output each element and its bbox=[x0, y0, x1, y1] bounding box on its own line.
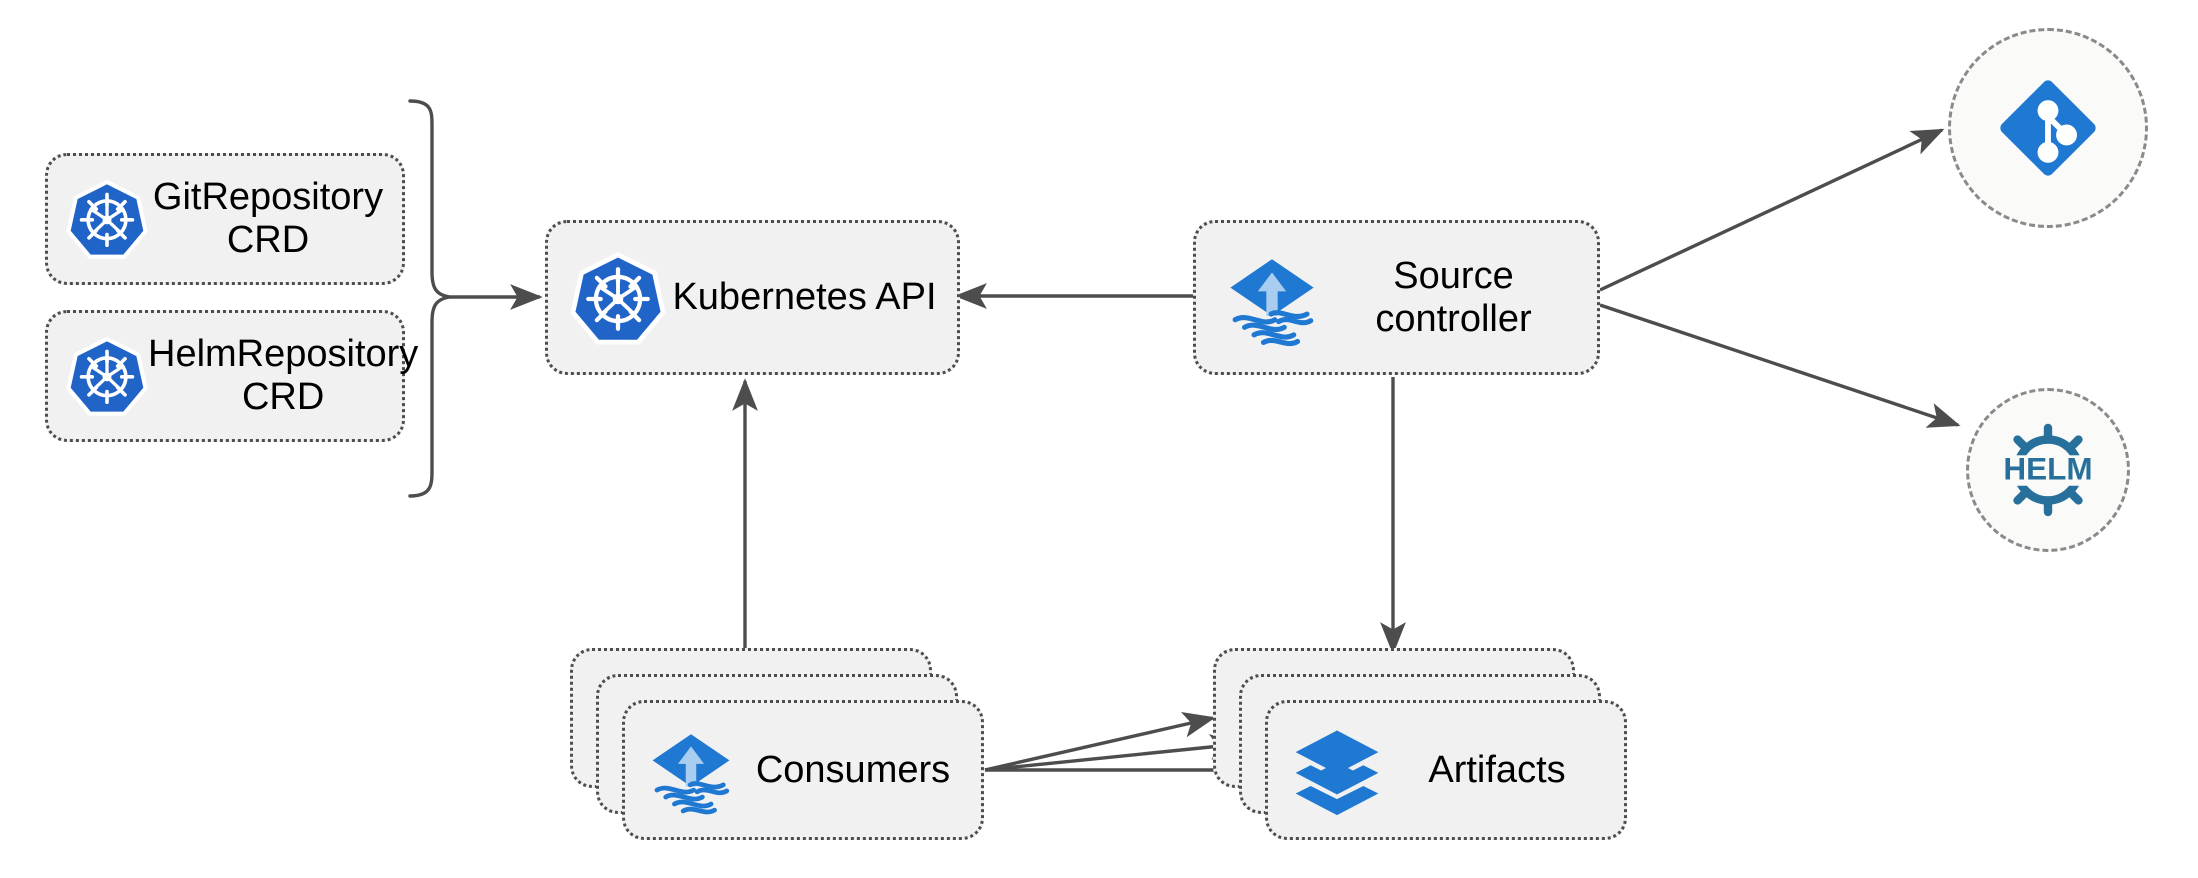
node-helmrepository-crd[interactable]: HelmRepository CRD bbox=[45, 310, 418, 442]
edge-source-controller-to-helm bbox=[1599, 303, 1961, 428]
node-artifacts[interactable]: Artifacts bbox=[1265, 700, 1627, 840]
node-label: Kubernetes API bbox=[672, 276, 937, 319]
endpoint-git[interactable] bbox=[1948, 28, 2148, 228]
flux-icon bbox=[1220, 246, 1324, 350]
node-kubernetes-api[interactable]: Kubernetes API bbox=[545, 220, 960, 375]
helm-icon: HELM bbox=[1993, 423, 2103, 517]
node-source-controller[interactable]: Source controller bbox=[1193, 220, 1600, 375]
edge-consumers-to-artifacts-1 bbox=[984, 712, 1216, 772]
kubernetes-icon bbox=[66, 178, 148, 260]
node-label: GitRepository CRD bbox=[152, 176, 384, 261]
kubernetes-icon bbox=[570, 250, 666, 346]
endpoint-helm[interactable]: HELM bbox=[1966, 388, 2130, 552]
flux-icon bbox=[643, 722, 739, 818]
node-consumers[interactable]: Consumers bbox=[622, 700, 984, 840]
node-consumers-stack[interactable]: Consumers bbox=[570, 648, 990, 848]
node-label: Artifacts bbox=[1428, 748, 1566, 791]
edge-source-controller-to-git bbox=[1599, 128, 1945, 292]
helm-wordmark: HELM bbox=[2003, 450, 2092, 486]
layers-icon bbox=[1290, 723, 1384, 817]
crd-group-brace bbox=[408, 99, 451, 498]
node-artifacts-stack[interactable]: Artifacts bbox=[1213, 648, 1633, 848]
git-icon bbox=[2000, 80, 2096, 176]
node-label: Source controller bbox=[1375, 254, 1532, 340]
edge-consumers-to-artifacts-2 bbox=[984, 734, 1243, 772]
kubernetes-icon bbox=[66, 335, 148, 417]
node-label: Consumers bbox=[755, 748, 951, 791]
node-label: HelmRepository CRD bbox=[148, 333, 419, 418]
node-gitrepository-crd[interactable]: GitRepository CRD bbox=[45, 153, 405, 285]
